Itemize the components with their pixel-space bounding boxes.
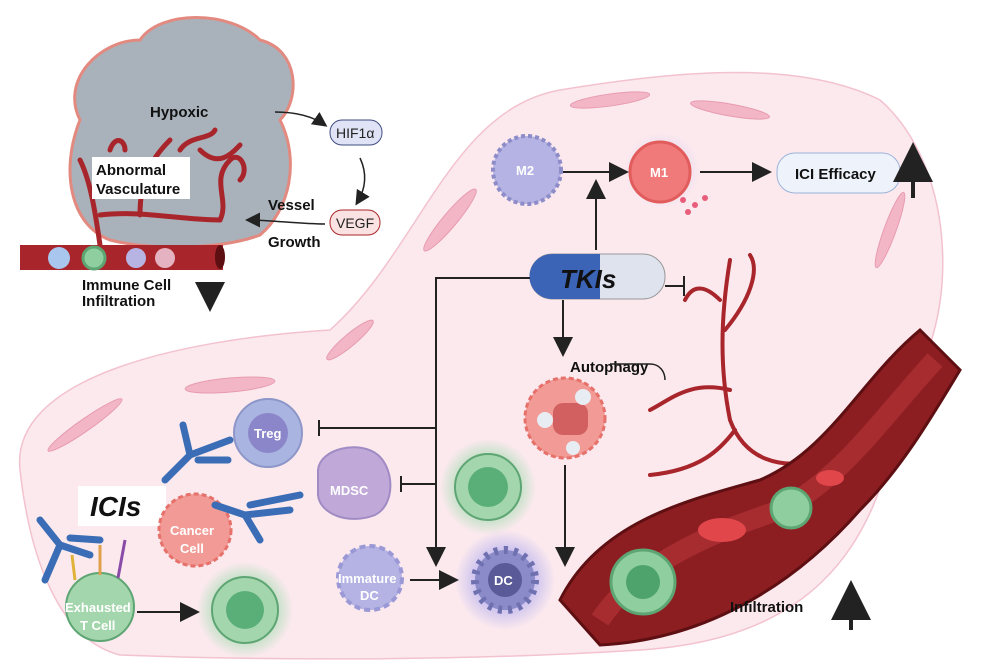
exhausted-t-cell-label-2: T Cell	[80, 618, 115, 633]
immune-infiltration-label-2: Infiltration	[82, 293, 155, 310]
tumor-vessel-branches	[648, 253, 822, 477]
cancer-cell-label-2: Cell	[180, 541, 204, 556]
autophagy-label: Autophagy	[570, 359, 649, 376]
infiltration-label: Infiltration	[730, 599, 803, 616]
antibody-icon	[161, 421, 234, 484]
tkis-label: TKIs	[560, 264, 616, 294]
vessel-growth-label-2: Growth	[268, 234, 321, 251]
abnormal-vasculature-label-box	[92, 157, 190, 199]
antibody-icon	[36, 491, 304, 584]
icis-label-box	[78, 486, 166, 526]
fibroblasts	[47, 91, 906, 452]
m2-label: M2	[516, 163, 534, 178]
immune-cells-in-vessel	[48, 245, 175, 271]
m1-label: M1	[650, 165, 668, 180]
vessel-growth-label: Vessel	[268, 197, 315, 214]
dc-label: DC	[494, 573, 513, 588]
hif1a-pill	[329, 119, 383, 146]
immature-dc-label: Immature	[338, 571, 397, 586]
hif1a-label: HIF1α	[336, 125, 374, 141]
vegf-pill	[329, 209, 381, 236]
cancer-cell-label: Cancer	[170, 523, 214, 538]
immune-infiltration-label: Immune Cell	[82, 277, 171, 294]
inhibit-angiogenesis	[665, 276, 685, 296]
m1-macrophage	[628, 140, 692, 204]
t-cell-in-vessel	[769, 486, 813, 530]
icis-label: ICIs	[90, 491, 141, 522]
immature-dc-label-2: DC	[360, 588, 379, 603]
ici-efficacy-label: ICI Efficacy	[795, 166, 877, 183]
cytokine-dots	[680, 195, 708, 215]
vegf-label: VEGF	[336, 215, 374, 231]
mdsc-cell	[317, 446, 392, 520]
abnormal-vasculature-label-2: Vasculature	[96, 181, 180, 198]
treg-label: Treg	[254, 426, 282, 441]
cancer-cell	[157, 492, 233, 568]
inhibit-treg	[318, 420, 436, 436]
mdsc-label: MDSC	[330, 483, 369, 498]
inhibit-mdsc	[400, 476, 436, 492]
red-blood-cell	[698, 518, 746, 542]
exhausted-t-cell-label: Exhausted	[65, 600, 131, 615]
hypoxic-label: Hypoxic	[150, 104, 208, 121]
m2-macrophage	[491, 134, 563, 206]
abnormal-vasculature-label: Abnormal	[96, 162, 166, 179]
immature-dc	[336, 544, 404, 612]
checkpoint-receptors	[70, 539, 127, 581]
red-blood-cell	[816, 470, 844, 486]
